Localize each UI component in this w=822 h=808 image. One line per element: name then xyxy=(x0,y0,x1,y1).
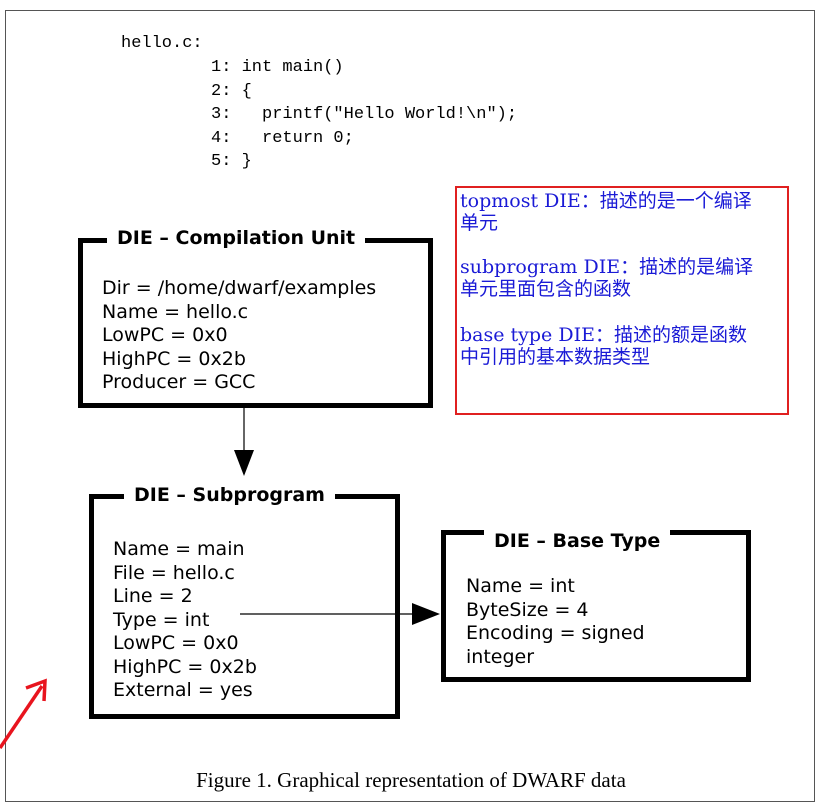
cu-attr: Name = hello.c xyxy=(102,300,249,323)
note-line: topmost DIE：描述的是一个编译 xyxy=(460,190,752,212)
cu-to-subprogram-arrowhead xyxy=(234,450,254,476)
subprogram-attr: LowPC = 0x0 xyxy=(113,632,239,654)
base-type-attr: Name = int xyxy=(466,575,575,597)
source-code: hello.c: 1: int main() 2: { 3: printf("H… xyxy=(0,0,517,171)
subprogram-attr: Name = main xyxy=(113,538,245,560)
cu-attr: HighPC = 0x2b xyxy=(102,347,246,370)
cu-attr: LowPC = 0x0 xyxy=(102,324,228,346)
cu-attr: Dir = /home/dwarf/examples xyxy=(102,277,377,299)
base-type-attr: Encoding = signed xyxy=(466,622,645,644)
subprogram-attr: Type = int xyxy=(113,608,210,631)
note-line: 单元 xyxy=(460,212,499,234)
type-to-basetype-arrowhead xyxy=(412,603,440,625)
red-pointer-arrow-line xyxy=(0,685,44,749)
subprogram-attr: Line = 2 xyxy=(113,585,193,607)
figure-caption: Figure 1. Graphical representation of DW… xyxy=(196,768,626,792)
subprogram-attr: File = hello.c xyxy=(113,561,235,584)
code-line: 5: } xyxy=(211,152,252,171)
base-type-attr: ByteSize = 4 xyxy=(466,598,589,621)
figure-frame xyxy=(5,10,815,802)
subprogram-title: DIE – Subprogram xyxy=(124,484,335,506)
code-line: 3: printf("Hello World!\n"); xyxy=(211,105,518,124)
subprogram-attr: HighPC = 0x2b xyxy=(113,655,257,678)
note-line: 单元里面包含的函数 xyxy=(460,278,632,300)
code-line: 1: int main() xyxy=(211,58,344,77)
note-line: 中引用的基本数据类型 xyxy=(460,346,651,368)
note-line: subprogram DIE：描述的是编译 xyxy=(460,256,754,278)
cu-attr: Producer = GCC xyxy=(102,371,256,393)
code-line: 4: return 0; xyxy=(211,128,354,148)
red-pointer-arrowhead xyxy=(25,678,47,702)
base-type-attr: integer xyxy=(466,645,535,668)
code-filename: hello.c: xyxy=(121,34,203,53)
annotation-note: topmost DIE：描述的是一个编译 单元 subprogram DIE：描… xyxy=(455,186,789,415)
note-line: base type DIE：描述的额是函数 xyxy=(460,324,747,346)
subprogram-attr: External = yes xyxy=(113,679,253,701)
base-type-title: DIE – Base Type xyxy=(484,530,671,552)
compilation-unit-title: DIE – Compilation Unit xyxy=(107,227,366,249)
code-line: 2: { xyxy=(211,81,252,101)
